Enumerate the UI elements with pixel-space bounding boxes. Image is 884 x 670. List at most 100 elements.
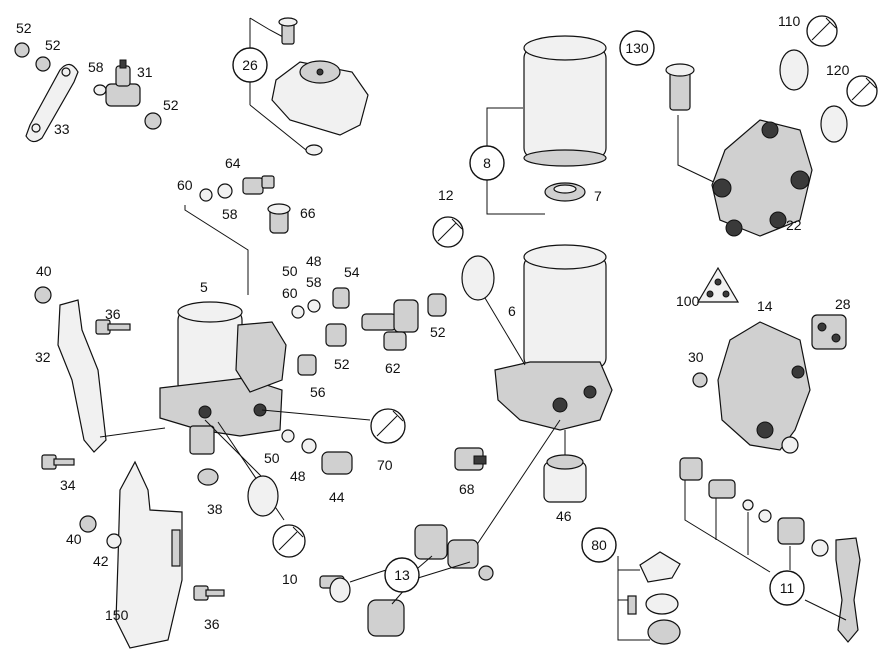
badge-dot <box>714 278 722 286</box>
valve-group-22 <box>665 49 848 237</box>
washer-42 <box>106 533 122 549</box>
valve-port <box>769 211 787 229</box>
label-11: 11 <box>780 580 795 596</box>
label-42: 42 <box>93 553 109 569</box>
bracket-hole <box>31 123 41 133</box>
label-6: 6 <box>508 303 516 319</box>
label-8: 8 <box>483 155 491 171</box>
label-22: 22 <box>786 217 802 233</box>
callout-bubble-26 <box>232 47 268 83</box>
wrench-glyph <box>278 526 304 551</box>
label-64: 64 <box>225 155 241 171</box>
plug-38 <box>197 468 219 486</box>
fittings-group-62 <box>291 287 447 376</box>
clip <box>639 551 681 583</box>
dryer-port <box>198 405 212 419</box>
seal-disc <box>645 593 679 615</box>
label-26: 26 <box>242 57 258 73</box>
label-36: 36 <box>204 616 220 632</box>
valve-insert <box>367 599 405 637</box>
silencer-top <box>546 454 584 470</box>
torque-wrench-icon <box>432 216 464 248</box>
seal-ring-58 <box>217 183 233 199</box>
washer-50 <box>281 429 295 443</box>
leader-line <box>249 17 286 39</box>
dryer-top <box>523 244 607 270</box>
wrench-glyph <box>851 77 877 101</box>
leader-line <box>184 205 249 295</box>
label-58: 58 <box>222 206 238 222</box>
bracket-32 <box>57 299 107 453</box>
plug-52 <box>35 56 51 72</box>
bracket-33 <box>25 63 79 143</box>
label-48: 48 <box>290 468 306 484</box>
label-44: 44 <box>329 489 345 505</box>
label-68: 68 <box>459 481 475 497</box>
adapter-hole <box>831 333 841 343</box>
wrench-glyph <box>376 410 404 437</box>
leader-line <box>99 427 166 438</box>
adapter-28 <box>811 314 847 350</box>
kit-group-11 <box>679 457 861 643</box>
bracket-150 <box>115 460 183 649</box>
bracket-group-33 <box>14 42 162 143</box>
dryer-port <box>583 385 597 399</box>
bracket-group-32 <box>34 286 166 470</box>
fitting-64 <box>242 177 264 195</box>
seal-ring <box>329 577 351 603</box>
leader-line <box>417 555 433 569</box>
label-80: 80 <box>591 537 607 553</box>
valve-port <box>712 178 732 198</box>
cartridge-group-8 <box>486 35 607 215</box>
housing-port <box>791 365 805 379</box>
leader-line <box>684 480 771 573</box>
plug-52 <box>427 293 447 317</box>
leader-line <box>677 115 721 186</box>
label-7: 7 <box>594 188 602 204</box>
leader-line <box>486 107 523 150</box>
label-38: 38 <box>207 501 223 517</box>
plug-40 <box>34 286 52 304</box>
kit-group-13 <box>319 524 494 637</box>
fitting-66-top <box>267 203 291 215</box>
fittings-group-64 <box>184 175 291 295</box>
fitting-64-nut <box>261 175 275 189</box>
label-33: 33 <box>54 121 70 137</box>
label-70: 70 <box>377 457 393 473</box>
callout-bubble-130 <box>619 30 655 66</box>
screw-head <box>278 17 298 27</box>
module-group-26 <box>249 17 369 156</box>
label-54: 54 <box>344 264 360 280</box>
bolt-36-shank <box>205 589 225 597</box>
label-28: 28 <box>835 296 851 312</box>
plug-56 <box>297 354 317 376</box>
plug <box>478 565 494 581</box>
plug-52 <box>325 323 347 347</box>
valve-port <box>761 121 779 139</box>
leader-line <box>486 180 545 215</box>
label-52: 52 <box>45 37 61 53</box>
torque-wrench-icon <box>806 15 838 47</box>
valve-cap <box>647 619 681 645</box>
washer-60 <box>291 305 305 319</box>
leader-line <box>249 104 307 151</box>
label-46: 46 <box>556 508 572 524</box>
label-31: 31 <box>137 64 153 80</box>
washer-60 <box>199 188 213 202</box>
label-58: 58 <box>88 59 104 75</box>
torque-wrench-icon <box>370 408 406 444</box>
label-52: 52 <box>334 356 350 372</box>
label-50: 50 <box>282 263 298 279</box>
filter-cartridge-8 <box>523 47 607 159</box>
label-58: 58 <box>306 274 322 290</box>
label-52: 52 <box>16 20 32 36</box>
valve-31-pin <box>119 59 127 69</box>
label-48: 48 <box>306 253 322 269</box>
seal-ring-10 <box>247 475 279 517</box>
screw <box>627 595 637 615</box>
torque-wrench-icon <box>272 524 306 558</box>
fitting <box>708 479 736 499</box>
label-150: 150 <box>105 607 129 623</box>
label-130: 130 <box>625 40 649 56</box>
